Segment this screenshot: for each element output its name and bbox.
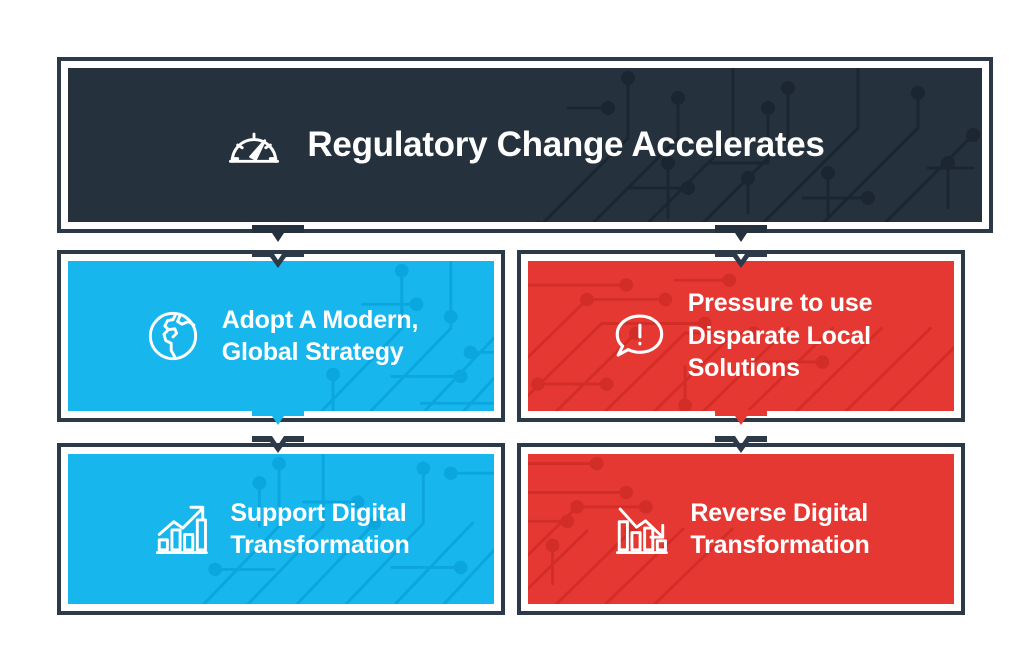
card-adopt-inner: Adopt A Modern, Global Strategy (61, 254, 501, 418)
card-adopt-label-line1: Adopt A Modern, (221, 305, 419, 334)
card-support-body: Support Digital Transformation (68, 497, 494, 562)
card-pressure-label-line1: Pressure to use (687, 289, 873, 318)
card-adopt-body: Adopt A Modern, Global Strategy (68, 304, 494, 369)
card-adopt-a-modern-global-strategy[interactable]: Adopt A Modern, Global Strategy (57, 250, 505, 422)
speech-bubble-exclamation-icon (610, 307, 668, 365)
header-content: Regulatory Change Accelerates (68, 116, 982, 174)
header-card[interactable]: Regulatory Change Accelerates (57, 57, 993, 233)
card-reverse-label: Reverse Digital Transformation (690, 497, 869, 562)
card-pressure-body: Pressure to use Disparate Local Solution… (528, 287, 954, 385)
card-pressure-inner: Pressure to use Disparate Local Solution… (521, 254, 961, 418)
card-reverse-body: Reverse Digital Transformation (528, 497, 954, 562)
card-support-inner: Support Digital Transformation (61, 447, 501, 611)
card-adopt-fill: Adopt A Modern, Global Strategy (68, 261, 494, 411)
card-reverse-label-line1: Reverse Digital (690, 498, 869, 527)
globe-icon (144, 307, 202, 365)
card-reverse-digital-transformation[interactable]: Reverse Digital Transformation (517, 443, 965, 615)
card-reverse-label-line2: Transformation (690, 531, 870, 559)
card-pressure-label: Pressure to use Disparate Local Solution… (688, 287, 873, 385)
card-adopt-label-line2: Global Strategy (221, 338, 404, 366)
card-support-label-line1: Support Digital (230, 498, 407, 527)
bar-chart-up-arrow-icon (152, 500, 210, 558)
card-pressure-label-line3: Solutions (687, 354, 800, 383)
bar-chart-down-arrow-icon (612, 500, 670, 558)
header-card-fill: Regulatory Change Accelerates (68, 68, 982, 222)
card-support-fill: Support Digital Transformation (68, 454, 494, 604)
header-card-inner: Regulatory Change Accelerates (61, 61, 989, 229)
card-reverse-inner: Reverse Digital Transformation (521, 447, 961, 611)
page-title: Regulatory Change Accelerates (307, 125, 825, 164)
card-support-label-line2: Transformation (230, 531, 410, 559)
speedometer-gauge-icon (225, 116, 283, 174)
card-reverse-fill: Reverse Digital Transformation (528, 454, 954, 604)
card-support-label: Support Digital Transformation (230, 497, 409, 562)
card-pressure-to-use-disparate-local-solutions[interactable]: Pressure to use Disparate Local Solution… (517, 250, 965, 422)
card-pressure-fill: Pressure to use Disparate Local Solution… (528, 261, 954, 411)
card-support-digital-transformation[interactable]: Support Digital Transformation (57, 443, 505, 615)
card-adopt-label: Adopt A Modern, Global Strategy (222, 304, 419, 369)
card-pressure-label-line2: Disparate Local (687, 321, 871, 350)
